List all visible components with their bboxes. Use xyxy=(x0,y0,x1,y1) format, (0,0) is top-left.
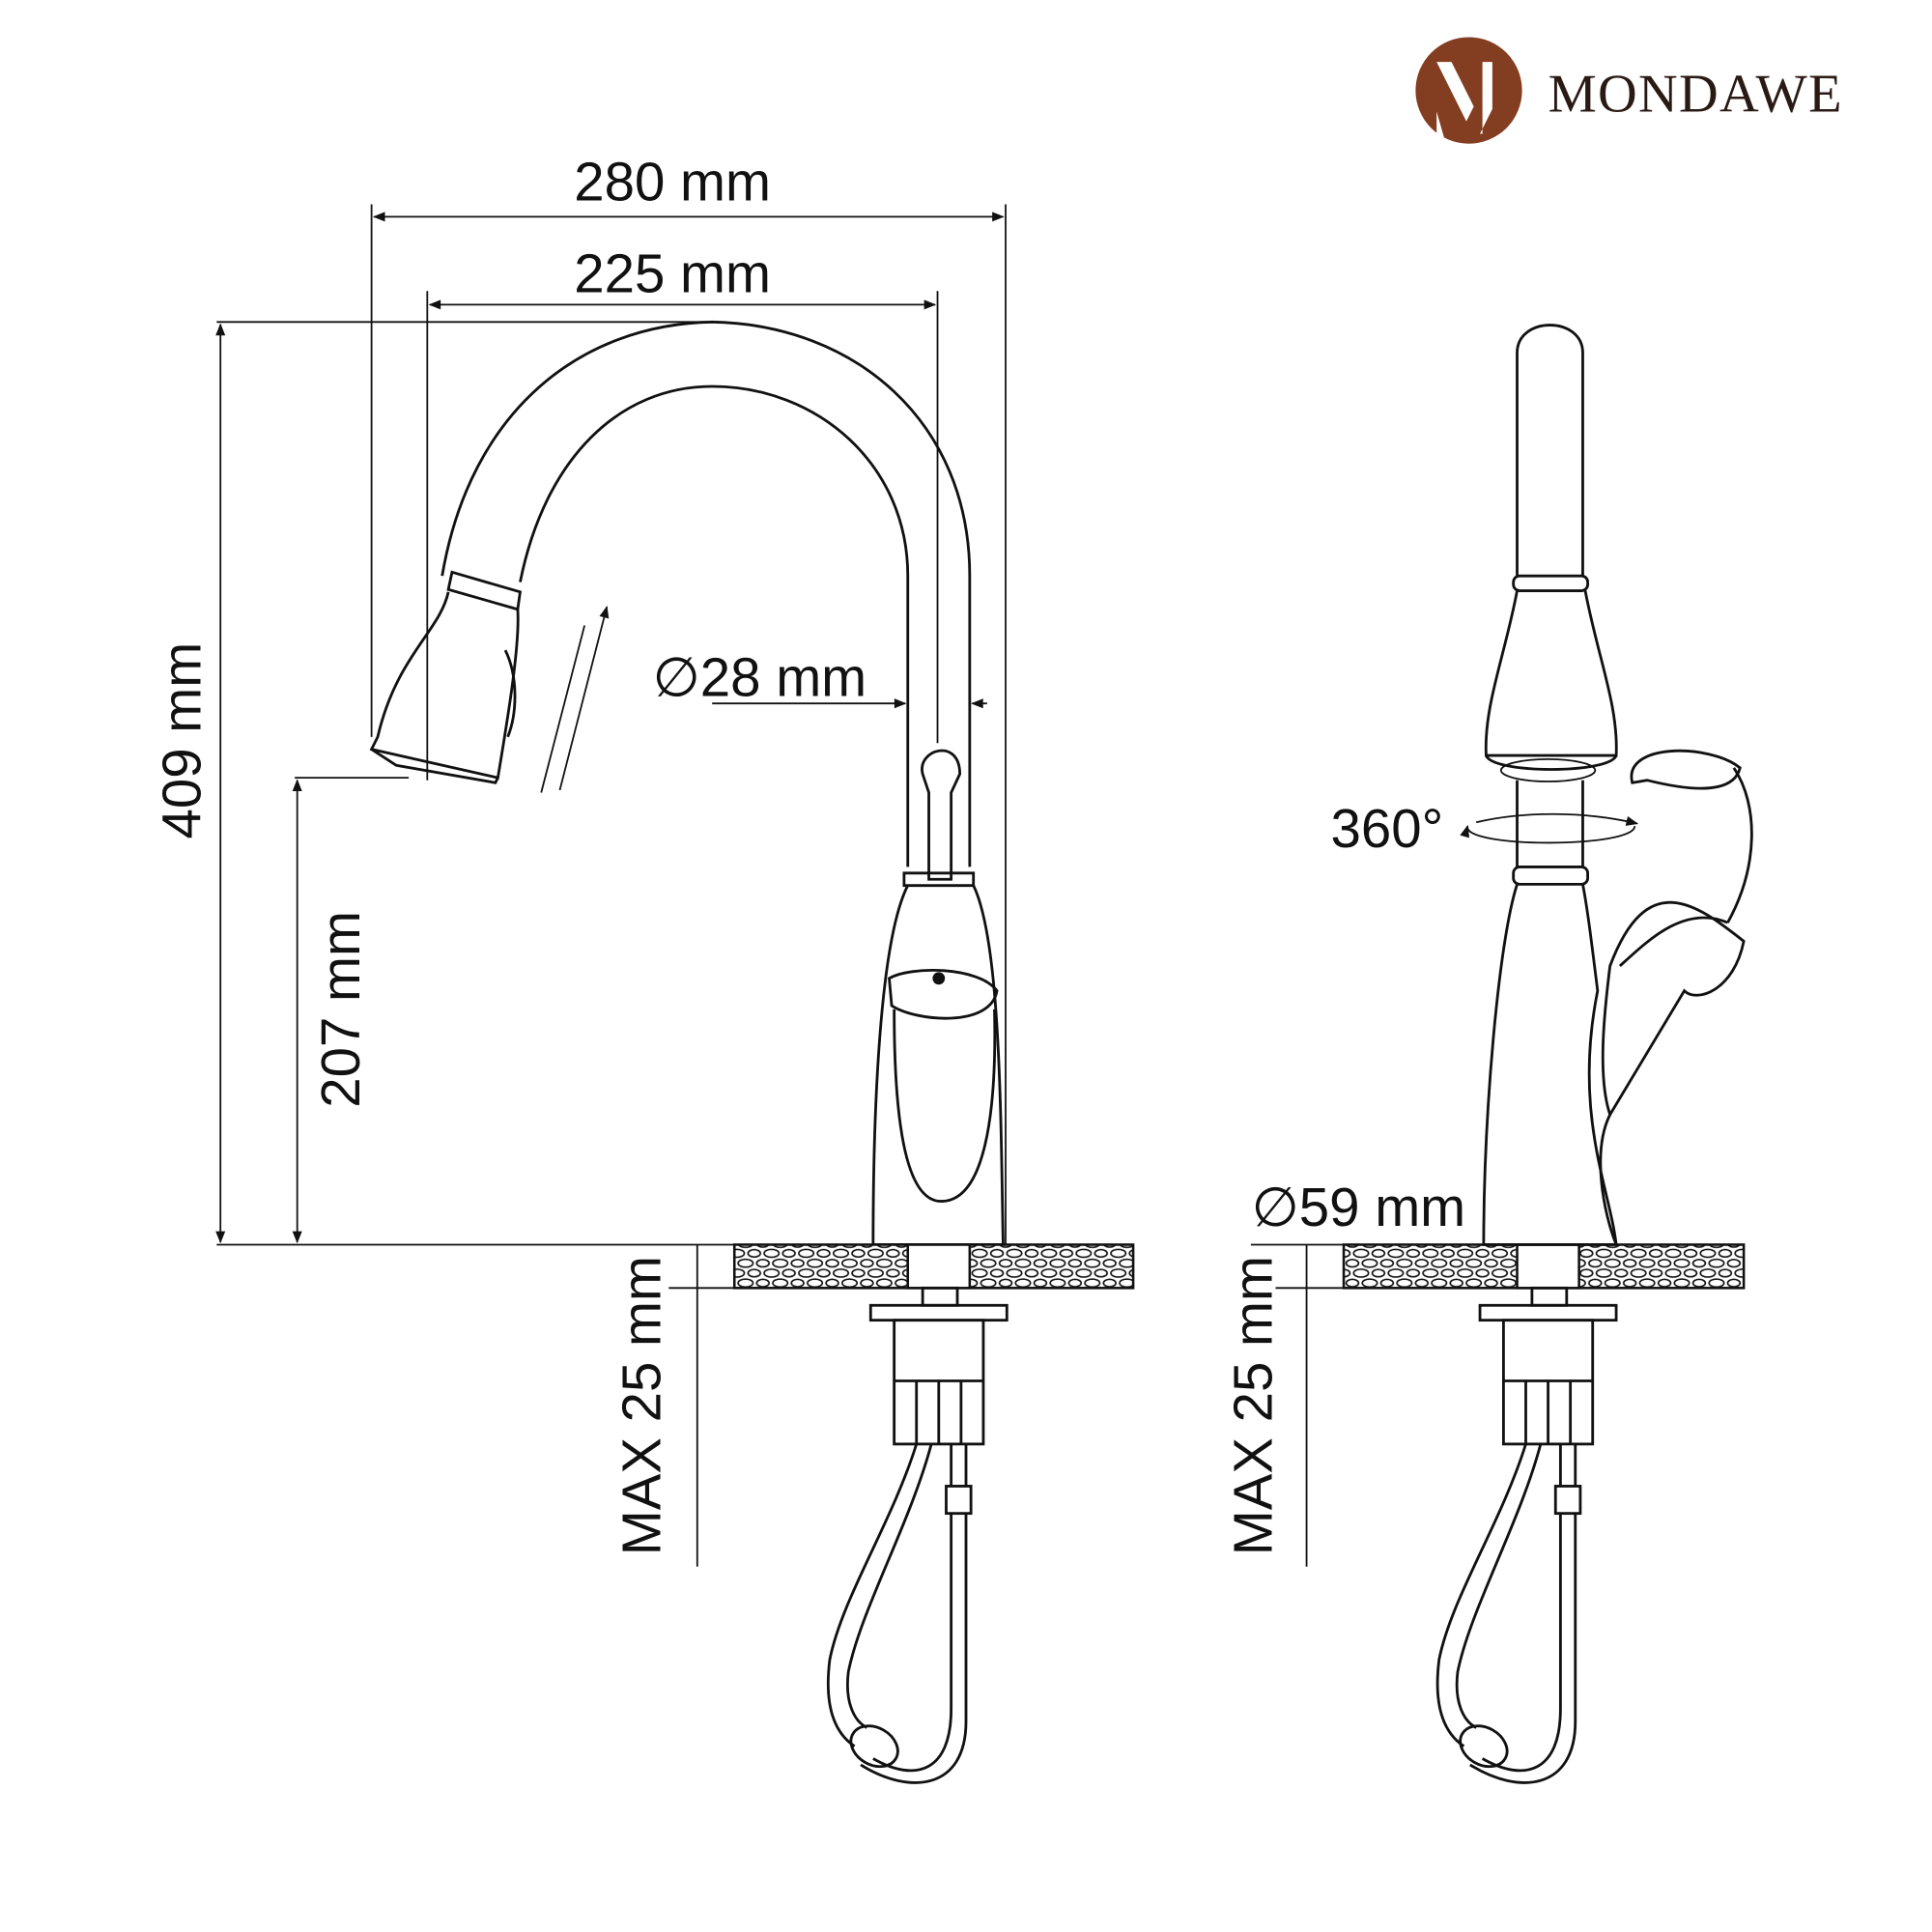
spout-diameter-label: ∅28 mm xyxy=(653,647,867,708)
rotation-label: 360° xyxy=(1331,798,1444,859)
spout-reach-label: 225 mm xyxy=(574,243,771,304)
brand-name: MONDAWE xyxy=(1548,64,1843,124)
spray-nozzles xyxy=(1499,758,1597,782)
overall-width-label: 280 mm xyxy=(574,152,771,213)
brand-logo: MONDAWE xyxy=(1415,37,1843,147)
mounting-hardware-left xyxy=(826,1286,1009,1784)
overall-height-label: 409 mm xyxy=(152,642,213,839)
base-diameter-label: ∅59 mm xyxy=(1252,1177,1466,1237)
max-deck-thickness-label: MAX 25 mm xyxy=(611,1256,671,1555)
logo-m-mark-icon xyxy=(1436,62,1492,147)
side-view-dimensions: 280 mm 225 mm 409 mm 207 mm ∅28 mm MAX 2… xyxy=(152,152,1007,1567)
mounting-hardware-right xyxy=(1435,1286,1618,1784)
faucet-front-view: 360° ∅59 mm MAX 25 mm xyxy=(1223,324,1753,1567)
spout-height-label: 207 mm xyxy=(310,911,371,1108)
max-deck-thickness-label-front: MAX 25 mm xyxy=(1223,1256,1284,1555)
logo-circle xyxy=(1415,37,1522,144)
faucet-side-view xyxy=(369,320,1005,1246)
